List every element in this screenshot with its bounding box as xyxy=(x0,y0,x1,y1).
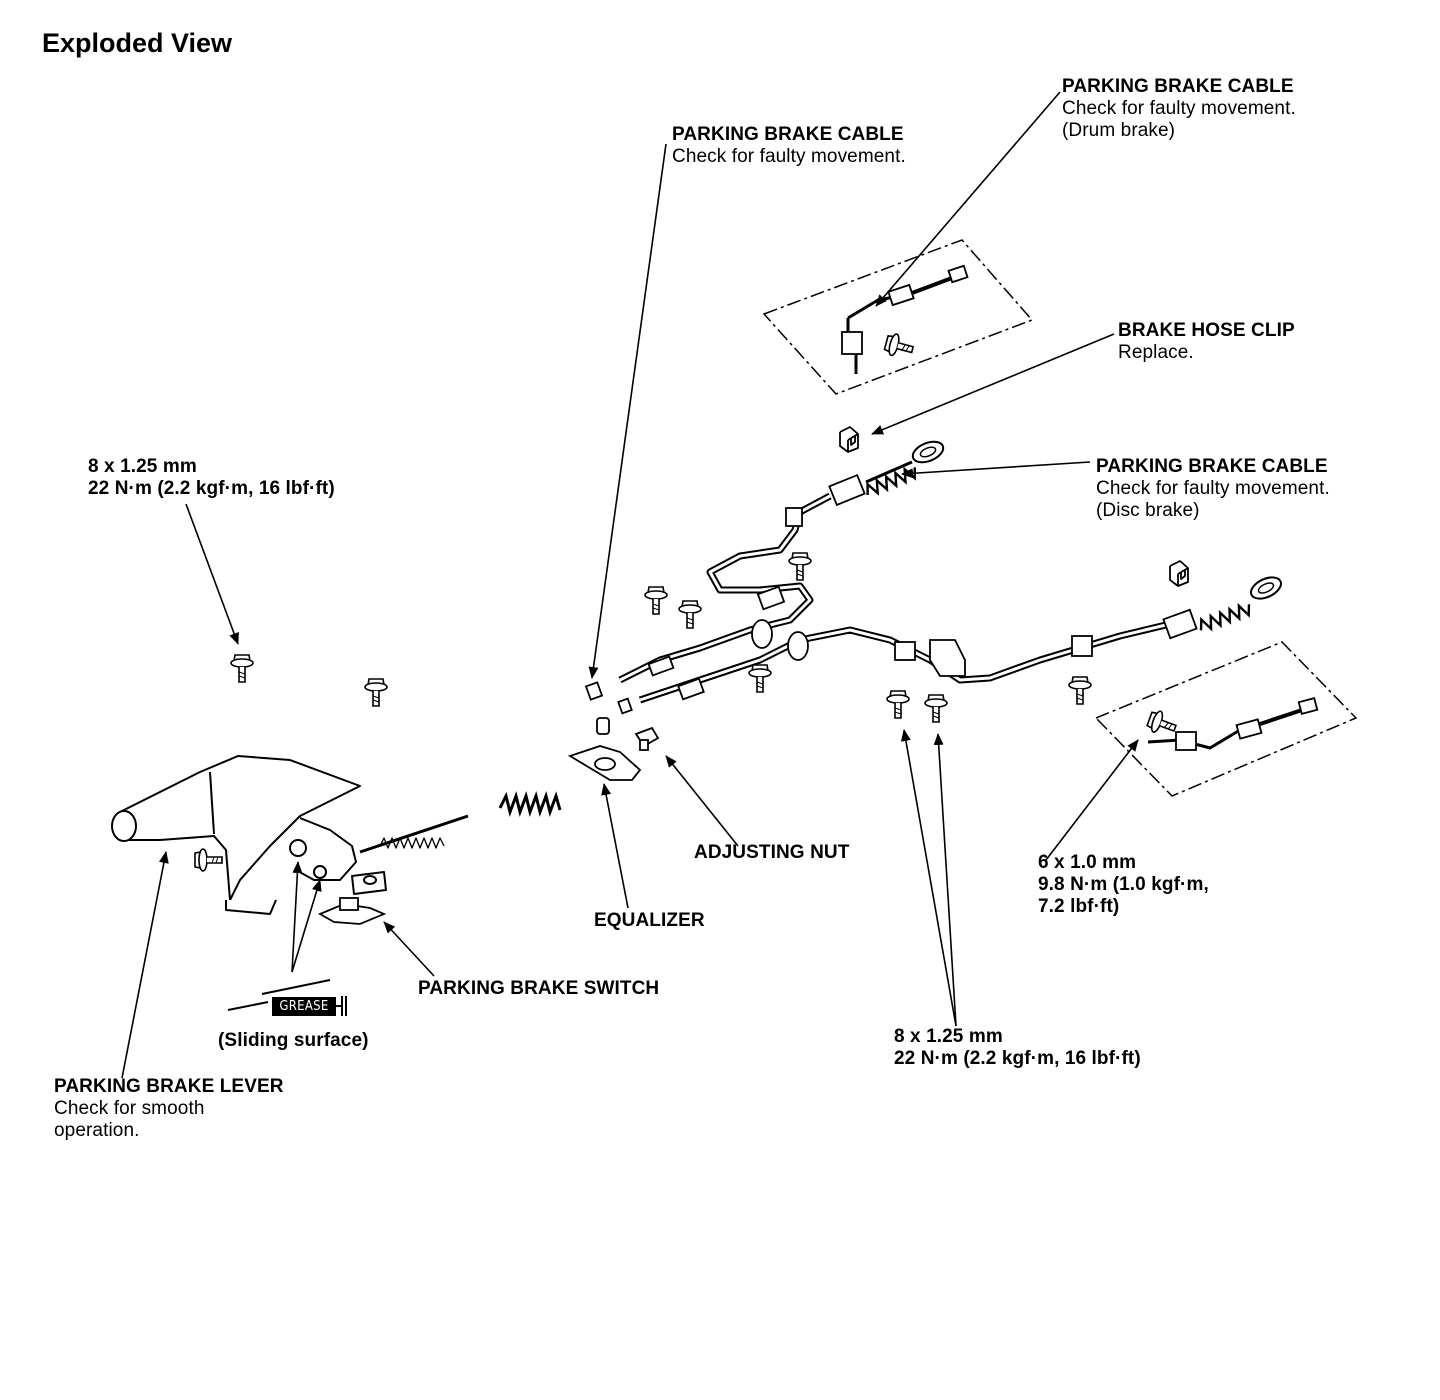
label-adjusting-nut: ADJUSTING NUT xyxy=(694,842,850,863)
grease-tube-icon xyxy=(227,979,347,1016)
equalizer-part xyxy=(567,717,660,781)
label-sliding-surface: (Sliding surface) xyxy=(218,1030,369,1051)
label-parking-brake-cable-center: PARKING BRAKE CABLE Check for faulty mov… xyxy=(672,124,906,167)
label-parking-brake-cable-drum: PARKING BRAKE CABLE Check for faulty mov… xyxy=(1062,76,1296,141)
brake-hose-clip-upper xyxy=(839,426,859,453)
parking-brake-cables xyxy=(618,492,1171,704)
label-equalizer: EQUALIZER xyxy=(594,910,705,931)
label-bolt-bottom-torque: 8 x 1.25 mm 22 N·m (2.2 kgf·m, 16 lbf·ft… xyxy=(894,1026,1141,1069)
label-bolt-drum-torque: 6 x 1.0 mm 9.8 N·m (1.0 kgf·m, 7.2 lbf·f… xyxy=(1038,852,1209,917)
cable-boot-lower xyxy=(1162,576,1282,640)
label-parking-brake-cable-disc: PARKING BRAKE CABLE Check for faulty mov… xyxy=(1096,456,1330,521)
label-bolt-lever-torque: 8 x 1.25 mm 22 N·m (2.2 kgf·m, 16 lbf·ft… xyxy=(88,456,335,499)
parking-brake-switch-part xyxy=(317,897,387,925)
label-parking-brake-lever: PARKING BRAKE LEVER Check for smooth ope… xyxy=(54,1076,284,1141)
page-title: Exploded View xyxy=(42,28,233,58)
mounting-bolts xyxy=(194,552,1092,872)
label-parking-brake-switch: PARKING BRAKE SWITCH xyxy=(418,978,660,999)
adjuster-spring xyxy=(498,790,562,818)
leader-lines xyxy=(121,91,1139,1079)
brake-hose-clip-lower xyxy=(1169,560,1189,587)
parking-brake-lever xyxy=(111,755,469,915)
disc-brake-inset xyxy=(1094,641,1358,797)
cable-boot-upper xyxy=(828,440,945,507)
cable-brackets xyxy=(584,507,1093,715)
label-brake-hose-clip: BRAKE HOSE CLIP Replace. xyxy=(1118,320,1295,363)
grease-badge: GREASE xyxy=(272,997,336,1016)
drum-brake-inset xyxy=(762,239,1034,395)
